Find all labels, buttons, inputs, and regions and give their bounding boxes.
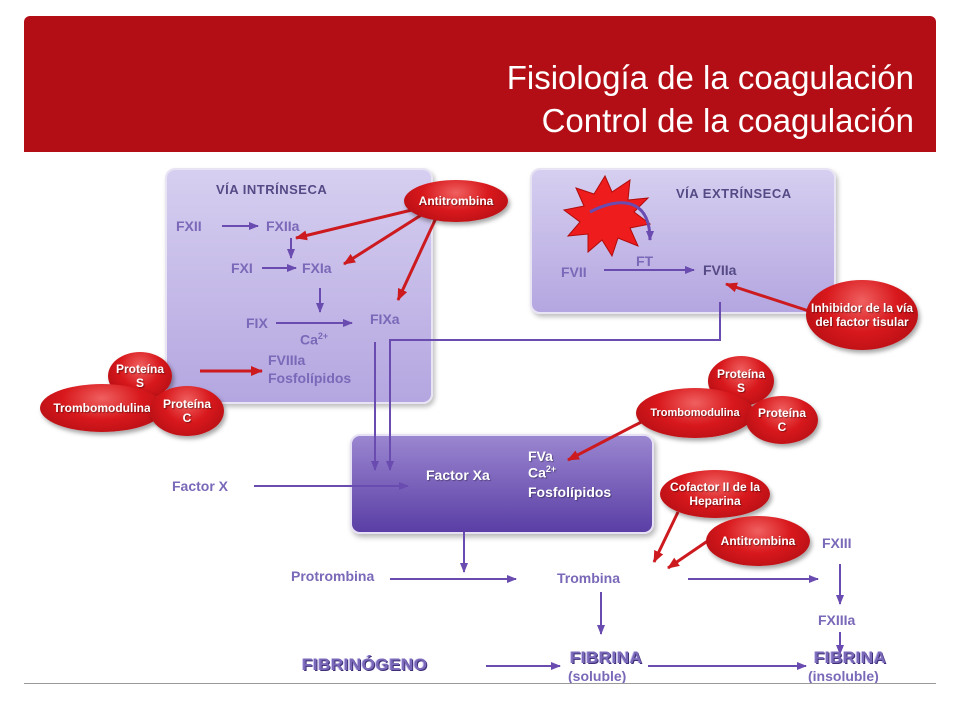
footer-divider bbox=[24, 683, 936, 684]
antitrombina-top-ellipse: Antitrombina bbox=[404, 180, 508, 222]
intrinsic-pathway-panel bbox=[165, 168, 433, 404]
label-fibrina-insoluble: FIBRINA bbox=[814, 648, 887, 667]
label-fviiia: FVIIIa bbox=[268, 352, 306, 368]
label-ft: FT bbox=[636, 253, 654, 269]
title-banner: Fisiología de la coagulación Control de … bbox=[24, 16, 936, 152]
intrinsic-heading: VÍA INTRÍNSECA bbox=[216, 182, 328, 197]
antitrombina-bottom-ellipse: Antitrombina bbox=[706, 516, 810, 566]
trombomodulina-left-ellipse: Trombomodulina bbox=[40, 384, 164, 432]
inhibidor-factor-tisular-ellipse: Inhibidor de la vía del factor tisular bbox=[806, 280, 918, 350]
label-fxiia: FXIIa bbox=[266, 218, 300, 234]
label-trombina: Trombina bbox=[557, 570, 621, 586]
label-soluble: (soluble) bbox=[568, 668, 627, 684]
label-fibrina-soluble: FIBRINA bbox=[570, 648, 643, 667]
label-factor-x: Factor X bbox=[172, 478, 229, 494]
inhibit-arrow-antitrombina bbox=[667, 536, 713, 570]
label-ca-intrinsic: Ca2+ bbox=[300, 331, 329, 348]
tissue-injury-starburst bbox=[562, 174, 652, 258]
inhibit-arrow-fxiia bbox=[295, 206, 421, 241]
label-protrombina: Protrombina bbox=[291, 568, 375, 584]
label-fibrinogeno: FIBRINÓGENO bbox=[302, 655, 428, 674]
label-insoluble: (insoluble) bbox=[808, 668, 879, 684]
label-fix: FIX bbox=[246, 315, 268, 331]
label-ca-center: Ca2+ bbox=[528, 464, 557, 481]
label-fosfolipidos-center: Fosfolípidos bbox=[528, 484, 612, 500]
label-fxia: FXIa bbox=[302, 260, 332, 276]
proteina-c-left-ellipse: Proteína C bbox=[150, 386, 224, 436]
label-fixa: FIXa bbox=[370, 311, 400, 327]
label-fxii: FXII bbox=[176, 218, 202, 234]
inhibit-arrow-fixa bbox=[396, 217, 438, 301]
arrow-starburst-curve bbox=[589, 201, 654, 241]
inhibit-arrow-cofactor bbox=[652, 511, 680, 563]
proteina-c-right-ellipse: Proteína C bbox=[746, 396, 818, 444]
label-fxi: FXI bbox=[231, 260, 253, 276]
cofactor-heparina-ellipse: Cofactor II de la Heparina bbox=[660, 470, 770, 518]
label-fxiiia: FXIIIa bbox=[818, 612, 856, 628]
inhibit-arrow-fviia bbox=[725, 282, 813, 314]
extrinsic-heading: VÍA EXTRÍNSECA bbox=[676, 186, 792, 201]
label-fosfolipidos-intrinsic: Fosfolípidos bbox=[268, 370, 352, 386]
trombomodulina-right-ellipse: Trombomodulina bbox=[636, 388, 754, 438]
arrow-fviia-to-xa bbox=[386, 302, 721, 471]
label-factor-xa: Factor Xa bbox=[426, 467, 490, 483]
inhibit-arrow-fxia bbox=[343, 210, 427, 266]
title-line-1: Fisiología de la coagulación bbox=[506, 59, 914, 96]
label-fxiii: FXIII bbox=[822, 535, 852, 551]
title-line-2: Control de la coagulación bbox=[541, 102, 914, 139]
label-fvii: FVII bbox=[561, 264, 587, 280]
label-fviia: FVIIa bbox=[703, 262, 737, 278]
label-fva: FVa bbox=[528, 448, 553, 464]
